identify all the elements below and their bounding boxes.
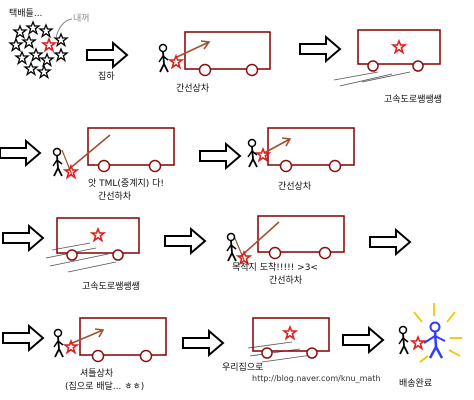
parcels-label: 택배들... — [9, 8, 42, 19]
dest-arrive-label: 목적지 도착!!!!! >3< — [232, 261, 318, 273]
flow-arrow-4 — [199, 143, 241, 169]
delivered-label: 배송완료 — [399, 378, 432, 389]
truck-unloading-1 — [52, 127, 175, 179]
flow-arrow-3 — [0, 140, 41, 166]
flow-arrow-6 — [164, 228, 206, 254]
delivery-complete — [398, 303, 462, 363]
truck-loading-1 — [158, 31, 271, 77]
unload2-label: 간선하차 — [269, 274, 303, 286]
highway1-label: 고속도로쌩쌩쌩 — [384, 94, 442, 105]
flow-arrow-5 — [2, 225, 44, 251]
shuttle-load-label: 셔틀상차 — [80, 367, 114, 379]
to-home-label: (집으로 배달... ㅎㅎ) — [65, 380, 144, 392]
unload1-label: 간선하차 — [98, 190, 132, 202]
flow-arrow-8 — [2, 325, 44, 351]
collect-label: 집하 — [98, 70, 115, 82]
flow-arrow-10 — [342, 327, 384, 353]
truck-loading-2 — [247, 127, 355, 173]
hub-arrive-label: 앗 TML(중계지) 다! — [88, 177, 164, 189]
flow-arrow-7 — [369, 229, 411, 255]
truck-highway-2 — [45, 217, 140, 273]
our-house-label: 우리집으로 — [222, 361, 263, 373]
flow-arrow-2 — [299, 36, 341, 62]
load1-label: 간선상차 — [176, 82, 210, 94]
mine-label: 내꺼 — [73, 13, 90, 24]
highway2-label: 고속도로쌩쌩쌩 — [82, 281, 140, 292]
flow-arrow-9 — [182, 330, 224, 356]
truck-highway-1 — [333, 29, 441, 87]
flow-arrow-1 — [86, 42, 128, 68]
truck-shuttle — [53, 317, 167, 363]
mine-pointer — [55, 18, 73, 39]
truck-unloading-2 — [226, 215, 345, 265]
watermark-url: http://blog.naver.com/knu_math — [252, 374, 381, 383]
load2-label: 간선상차 — [278, 180, 312, 192]
truck-to-house — [247, 317, 330, 363]
